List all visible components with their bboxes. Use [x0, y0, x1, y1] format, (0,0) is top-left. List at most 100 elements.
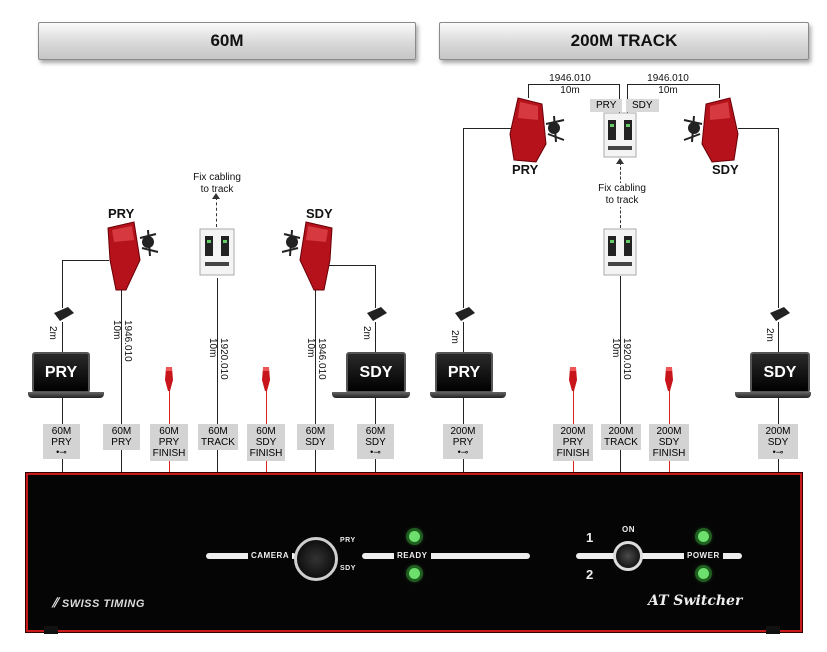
- laptop-pry-200: PRY: [435, 352, 493, 393]
- camera-sdy-label-200: SDY: [712, 162, 739, 177]
- cable-top-left-v: [528, 84, 529, 98]
- cable-2m-pry-200: 2m: [449, 330, 460, 344]
- section-200m-banner: 200M TRACK: [439, 22, 809, 60]
- cable-pry-2m: [62, 322, 63, 352]
- cable-2m-sdy-60: 2m: [361, 326, 372, 340]
- camera-icon: [107, 221, 159, 291]
- finish-button-icon: [665, 367, 673, 391]
- cable-sdy-200-v: [778, 128, 779, 308]
- power-button[interactable]: [613, 541, 643, 571]
- ready-label: READY: [394, 551, 431, 560]
- converter-icon: [455, 307, 475, 321]
- laptop-sdy-60: SDY: [346, 352, 406, 393]
- camera-selector-knob[interactable]: [294, 537, 338, 581]
- laptop-base-icon: [28, 392, 104, 398]
- camera-icon: [281, 221, 333, 291]
- cable-pry-200-v: [463, 128, 464, 308]
- section-200m-title: 200M TRACK: [570, 31, 678, 50]
- camera-pry-label-60: PRY: [108, 206, 135, 221]
- camera-icon: [509, 97, 565, 163]
- camera-icon: [683, 97, 739, 163]
- cable-pry-200-2m: [463, 322, 464, 352]
- swiss-timing-mark-icon: ⫽: [52, 595, 59, 610]
- on-label: ON: [622, 525, 635, 534]
- model-label: AT Switcher: [648, 593, 743, 609]
- cable-pry-laptop-v: [62, 260, 63, 308]
- section-60m-title: 60M: [210, 31, 244, 50]
- ready-sdy-led: [409, 568, 420, 579]
- laptop-base-icon: [430, 392, 506, 398]
- finish-button-icon: [165, 367, 173, 391]
- ready-slot: [362, 553, 530, 559]
- cable-sdy-200-2m: [778, 322, 779, 352]
- camera-pry-label-200: PRY: [512, 162, 539, 177]
- arrow-head-icon: [212, 193, 220, 199]
- section-60m-banner: 60M: [38, 22, 416, 60]
- selector-1-label: 1: [586, 530, 594, 545]
- cable-sdy-200-h: [738, 128, 778, 129]
- hub-sdy-tag: SDY: [626, 99, 659, 112]
- cable-sdy-switcher: [315, 285, 316, 473]
- power-label: POWER: [684, 551, 723, 560]
- cable-track-60: [217, 278, 218, 473]
- cable-sdy-laptop-v: [375, 265, 376, 308]
- cable-top-right: [627, 84, 719, 85]
- hub-icon: [603, 112, 637, 158]
- power-2-led: [698, 568, 709, 579]
- converter-icon: [54, 307, 74, 321]
- power-slot: [576, 553, 742, 559]
- swiss-timing-logo: ⫽ SWISS TIMING: [52, 595, 145, 610]
- switcher-foot-left: [44, 626, 58, 634]
- cable-pry-laptop-h: [62, 260, 109, 261]
- usb-icon: •⊸: [772, 447, 784, 457]
- laptop-base-icon: [332, 392, 410, 398]
- cable-top-left: [528, 84, 619, 85]
- laptop-sdy-200: SDY: [750, 352, 810, 393]
- fix-cabling-arrow-60: [216, 197, 217, 227]
- usb-icon: •⊸: [457, 447, 469, 457]
- selector-2-label: 2: [586, 567, 594, 582]
- selector-pry-label: PRY: [340, 537, 356, 544]
- switcher-foot-right: [766, 626, 780, 634]
- usb-icon: •⊸: [56, 447, 67, 457]
- hub-pry-tag: PRY: [590, 99, 623, 112]
- arrow-head-icon: [616, 158, 624, 164]
- camera-label: CAMERA: [248, 551, 293, 560]
- finish-button-icon: [262, 367, 270, 391]
- cable-pry-200-h: [463, 128, 511, 129]
- cable-track-200: [620, 276, 621, 473]
- laptop-base-icon: [735, 392, 811, 398]
- cable-2m-pry-60: 2m: [47, 326, 58, 340]
- finish-button-icon: [569, 367, 577, 391]
- selector-sdy-label: SDY: [340, 565, 356, 572]
- cable-sdy-laptop-h: [325, 265, 375, 266]
- cable-2m-sdy-200: 2m: [764, 328, 775, 342]
- converter-icon: [367, 307, 387, 321]
- laptop-pry-60: PRY: [32, 352, 90, 393]
- cable-pry-switcher: [121, 285, 122, 473]
- hub-icon: [199, 228, 235, 276]
- converter-icon: [770, 307, 790, 321]
- camera-sdy-label-60: SDY: [306, 206, 333, 221]
- hub-icon: [603, 228, 637, 276]
- usb-icon: •⊸: [370, 447, 381, 457]
